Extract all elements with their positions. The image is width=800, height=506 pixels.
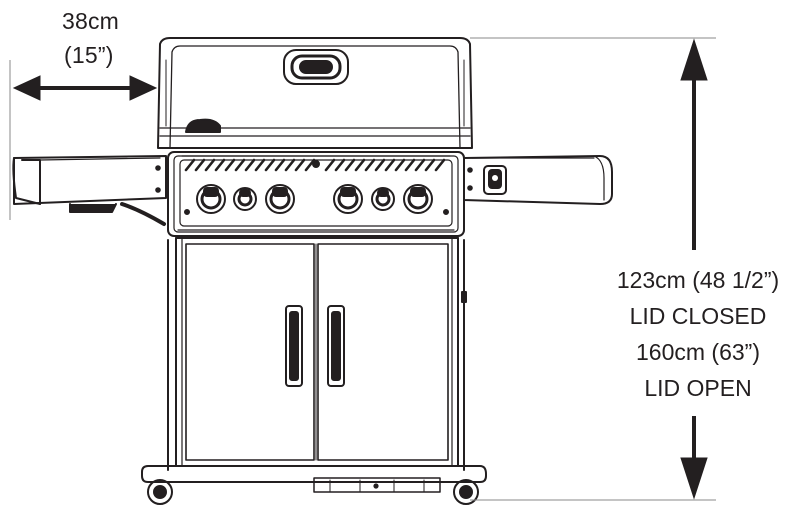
burner-knob-icon[interactable]	[265, 184, 295, 214]
caster-wheel-icon	[453, 479, 479, 505]
ignition-button-icon[interactable]	[483, 165, 507, 195]
lid-open-height-value: 160cm (63”)	[636, 339, 760, 365]
width-metric-label: 38cm	[62, 8, 120, 34]
right-side-shelf	[463, 155, 613, 205]
lid-open-label: LID OPEN	[644, 375, 752, 401]
cart-base	[141, 465, 487, 493]
brand-logo-icon	[185, 118, 221, 133]
burner-knob-icon[interactable]	[196, 184, 226, 214]
vent-slots	[184, 158, 446, 172]
left-side-shelf	[12, 155, 167, 226]
caster-wheel-icon	[147, 479, 173, 505]
lid-closed-label: LID CLOSED	[629, 303, 767, 329]
burner-knob-icon[interactable]	[233, 187, 257, 211]
width-dimension-arrow	[9, 60, 158, 220]
burner-knob-icon[interactable]	[333, 184, 363, 214]
lid-closed-height-value: 123cm (48 1/2”)	[616, 267, 780, 293]
door-handle-icon[interactable]	[285, 305, 303, 387]
door-handle-icon[interactable]	[327, 305, 345, 387]
height-dimension-label: 123cm (48 1/2”) LID CLOSED 160cm (63”) L…	[598, 262, 798, 406]
thermometer-icon	[283, 49, 349, 85]
burner-knob-icon[interactable]	[371, 187, 395, 211]
control-panel	[167, 151, 465, 237]
height-dimension-arrow	[470, 37, 716, 501]
burner-knob-icon[interactable]	[403, 184, 433, 214]
width-imperial-label: (15”)	[64, 42, 114, 68]
grill-lid	[157, 37, 473, 149]
cart-cabinet	[167, 237, 467, 471]
